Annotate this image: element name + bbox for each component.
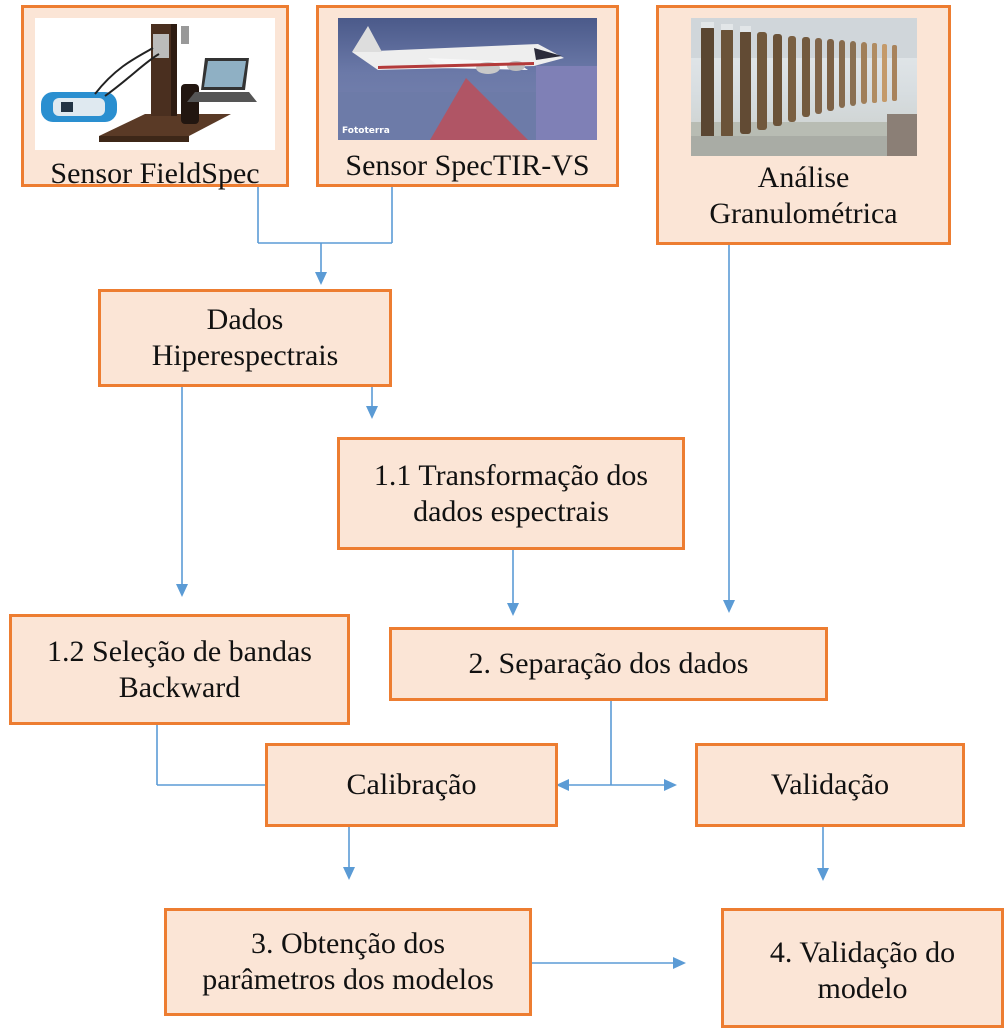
validacao-label: Validação [770, 768, 890, 801]
arrowhead-to-transformacao [366, 406, 378, 419]
transformacao-box: 1.1 Transformação dos dados espectrais [337, 437, 685, 550]
selecao-line-1: 1.2 Seleção de bandas [47, 634, 312, 668]
granulometria-source-box: Análise Granulométrica [656, 5, 951, 245]
arrowhead-to-calibracao [556, 779, 569, 791]
validacao-modelo-line-1: 4. Validação do [769, 936, 956, 969]
selecao-line-2: Backward [118, 670, 241, 704]
obtencao-line-2: parâmetros dos modelos [202, 963, 494, 996]
spectir-label: Sensor SpecTIR-VS [345, 149, 590, 182]
arrowhead-to-separacao-right [723, 600, 735, 613]
granulometria-label-line-2: Granulométrica [709, 197, 898, 230]
separacao-label: 2. Separação dos dados [468, 647, 749, 680]
validacao-modelo-line-2: modelo [817, 972, 908, 1005]
calibracao-box: Calibração [265, 743, 558, 827]
dados-line-2: Hiperespectrais [151, 339, 339, 372]
aircraft-sensor-icon [338, 26, 597, 140]
separacao-box: 2. Separação dos dados [389, 627, 828, 701]
arrowhead-to-separacao-left [507, 603, 519, 616]
arrowhead-to-selecao [176, 584, 188, 597]
fieldspec-label: Sensor FieldSpec [50, 157, 260, 190]
dados-hiperespectrais-box: Dados Hiperespectrais [98, 289, 392, 387]
spectir-photo: Fototerra [338, 18, 597, 140]
fieldspec-source-box: Sensor FieldSpec [21, 5, 289, 190]
transformacao-line-1: 1.1 Transformação dos [373, 458, 649, 492]
fieldspec-illustration [35, 18, 275, 150]
obtencao-line-1: 3. Obtenção dos [250, 927, 446, 960]
fototerra-watermark: Fototerra [342, 126, 390, 136]
granulometria-label-line-1: Análise [757, 161, 850, 194]
spectir-source-box: Fototerra Sensor SpecTIR-VS [316, 5, 619, 187]
validacao-box: Validação [695, 743, 965, 827]
granulometria-photo [690, 18, 917, 156]
arrowhead-to-obtencao [343, 867, 355, 880]
arrowhead-to-validacao [664, 779, 677, 791]
validacao-modelo-box: 4. Validação do modelo [721, 908, 1004, 1028]
dados-line-1: Dados [206, 303, 284, 336]
arrowhead-to-validacao-modelo [817, 868, 829, 881]
arrowhead-to-validacao-modelo-horizontal [673, 957, 686, 969]
arrowhead-to-dados [315, 272, 327, 285]
calibracao-label: Calibração [346, 768, 477, 801]
transformacao-line-2: dados espectrais [413, 494, 609, 528]
sedimentation-columns-icon [690, 18, 917, 156]
obtencao-parametros-box: 3. Obtenção dos parâmetros dos modelos [164, 908, 532, 1016]
fieldspec-spectroradiometer-icon [41, 24, 257, 142]
selecao-bandas-box: 1.2 Seleção de bandas Backward [9, 614, 350, 725]
